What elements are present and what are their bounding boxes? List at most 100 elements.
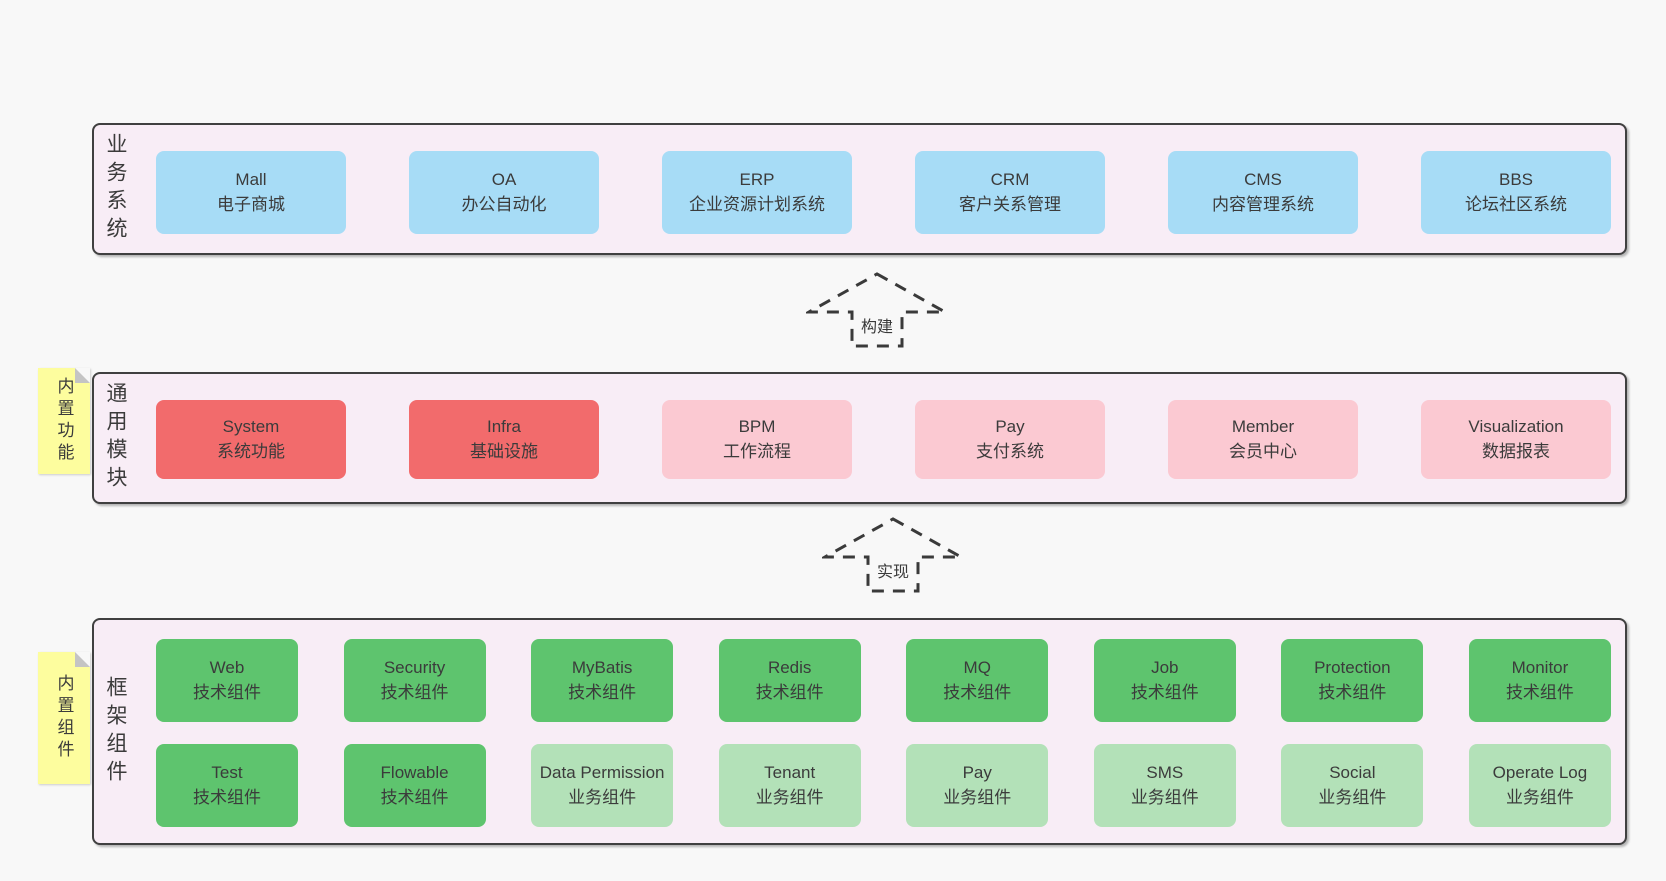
node-subtitle: 论坛社区系统 bbox=[1465, 194, 1567, 214]
node-social: Social 业务组件 bbox=[1281, 744, 1424, 827]
node-mq: MQ 技术组件 bbox=[906, 639, 1049, 722]
node-subtitle: 企业资源计划系统 bbox=[689, 194, 825, 214]
arrow-implement: 实现 bbox=[822, 516, 964, 594]
node-title: Security bbox=[383, 658, 446, 678]
node-subtitle: 办公自动化 bbox=[461, 194, 547, 214]
node-subtitle: 技术组件 bbox=[1318, 682, 1387, 702]
node-data-permission: Data Permission 业务组件 bbox=[531, 744, 674, 827]
node-subtitle: 电子商城 bbox=[217, 194, 285, 214]
layer-business-systems: 业务系统 Mall 电子商城 OA 办公自动化 ERP 企业资源计划系统 CRM… bbox=[92, 123, 1627, 255]
sticky-note-built-in-features: 内置功能 bbox=[38, 368, 90, 474]
node-title: CMS bbox=[1244, 170, 1282, 190]
arrow-implement-label: 实现 bbox=[874, 564, 911, 581]
node-operate-log: Operate Log 业务组件 bbox=[1468, 744, 1611, 827]
node-title: BBS bbox=[1498, 170, 1534, 190]
node-title: SMS bbox=[1146, 763, 1184, 783]
arrow-build-label: 构建 bbox=[858, 319, 895, 336]
node-subtitle: 技术组件 bbox=[193, 787, 261, 807]
node-protection: Protection 技术组件 bbox=[1281, 639, 1424, 722]
node-title: CRM bbox=[990, 170, 1030, 190]
node-title: Pay bbox=[962, 763, 992, 783]
node-tenant: Tenant 业务组件 bbox=[718, 744, 861, 827]
layer-common-modules: 通用模块 System 系统功能 Infra 基础设施 BPM 工作流程 Pay… bbox=[92, 372, 1627, 504]
sticky-note-text: 内置组件 bbox=[54, 674, 74, 762]
node-bpm: BPM 工作流程 bbox=[662, 400, 852, 479]
dashed-up-arrow-icon bbox=[806, 272, 948, 348]
sticky-note-built-in-components: 内置组件 bbox=[38, 652, 90, 784]
node-pay: Pay 支付系统 bbox=[915, 400, 1105, 479]
node-subtitle: 业务组件 bbox=[755, 787, 824, 807]
node-title: Operate Log bbox=[1492, 763, 1588, 783]
node-title: Redis bbox=[767, 658, 812, 678]
node-title: MyBatis bbox=[571, 658, 633, 678]
dashed-up-arrow-icon bbox=[822, 517, 964, 593]
node-erp: ERP 企业资源计划系统 bbox=[662, 151, 852, 234]
node-crm: CRM 客户关系管理 bbox=[915, 151, 1105, 234]
node-visualization: Visualization 数据报表 bbox=[1421, 400, 1611, 479]
node-title: Protection bbox=[1314, 658, 1391, 678]
common-modules-row: System 系统功能 Infra 基础设施 BPM 工作流程 Pay 支付系统… bbox=[156, 400, 1611, 479]
node-monitor: Monitor 技术组件 bbox=[1468, 639, 1611, 722]
node-bbs: BBS 论坛社区系统 bbox=[1421, 151, 1611, 234]
node-subtitle: 技术组件 bbox=[943, 682, 1012, 702]
node-subtitle: 技术组件 bbox=[755, 682, 824, 702]
node-sms: SMS 业务组件 bbox=[1093, 744, 1236, 827]
node-subtitle: 技术组件 bbox=[380, 682, 449, 702]
node-title: Member bbox=[1231, 417, 1295, 437]
layer-label-framework-components: 框架组件 bbox=[104, 675, 127, 788]
node-cms: CMS 内容管理系统 bbox=[1168, 151, 1358, 234]
node-pay-biz: Pay 业务组件 bbox=[906, 744, 1049, 827]
node-subtitle: 支付系统 bbox=[976, 441, 1044, 461]
node-subtitle: 内容管理系统 bbox=[1212, 194, 1314, 214]
node-infra: Infra 基础设施 bbox=[409, 400, 599, 479]
node-subtitle: 基础设施 bbox=[470, 441, 538, 461]
node-title: Tenant bbox=[764, 763, 816, 783]
layer-framework-components: 框架组件 Web 技术组件 Security 技术组件 MyBatis 技术组件… bbox=[92, 618, 1627, 845]
node-title: Pay bbox=[995, 417, 1025, 437]
node-redis: Redis 技术组件 bbox=[718, 639, 861, 722]
node-subtitle: 业务组件 bbox=[943, 787, 1012, 807]
node-subtitle: 客户关系管理 bbox=[959, 194, 1061, 214]
node-subtitle: 业务组件 bbox=[1505, 787, 1574, 807]
node-title: Flowable bbox=[380, 763, 449, 783]
node-title: Mall bbox=[235, 170, 267, 190]
business-systems-row: Mall 电子商城 OA 办公自动化 ERP 企业资源计划系统 CRM 客户关系… bbox=[156, 151, 1611, 234]
node-web: Web 技术组件 bbox=[156, 639, 298, 722]
node-subtitle: 系统功能 bbox=[217, 441, 285, 461]
node-oa: OA 办公自动化 bbox=[409, 151, 599, 234]
node-test: Test 技术组件 bbox=[156, 744, 298, 827]
node-job: Job 技术组件 bbox=[1093, 639, 1236, 722]
node-title: Job bbox=[1151, 658, 1179, 678]
node-title: Test bbox=[211, 763, 243, 783]
node-title: MQ bbox=[963, 658, 991, 678]
node-subtitle: 业务组件 bbox=[568, 787, 637, 807]
node-subtitle: 技术组件 bbox=[568, 682, 637, 702]
layer-label-common-modules: 通用模块 bbox=[104, 382, 127, 494]
node-subtitle: 会员中心 bbox=[1229, 441, 1297, 461]
sticky-note-text: 内置功能 bbox=[54, 377, 74, 465]
node-subtitle: 技术组件 bbox=[380, 787, 449, 807]
node-subtitle: 业务组件 bbox=[1318, 787, 1387, 807]
node-title: Visualization bbox=[1468, 417, 1564, 437]
node-title: Data Permission bbox=[539, 763, 665, 783]
framework-components-row-1: Web 技术组件 Security 技术组件 MyBatis 技术组件 Redi… bbox=[156, 639, 1611, 722]
node-system: System 系统功能 bbox=[156, 400, 346, 479]
node-member: Member 会员中心 bbox=[1168, 400, 1358, 479]
node-subtitle: 数据报表 bbox=[1482, 441, 1550, 461]
node-mall: Mall 电子商城 bbox=[156, 151, 346, 234]
framework-components-row-2: Test 技术组件 Flowable 技术组件 Data Permission … bbox=[156, 744, 1611, 827]
node-subtitle: 业务组件 bbox=[1130, 787, 1199, 807]
node-subtitle: 技术组件 bbox=[1130, 682, 1199, 702]
node-title: OA bbox=[491, 170, 517, 190]
node-flowable: Flowable 技术组件 bbox=[343, 744, 486, 827]
node-subtitle: 工作流程 bbox=[723, 441, 791, 461]
node-title: BPM bbox=[738, 417, 776, 437]
node-title: Web bbox=[209, 658, 245, 678]
node-title: System bbox=[222, 417, 280, 437]
node-subtitle: 技术组件 bbox=[193, 682, 261, 702]
arrow-build: 构建 bbox=[806, 271, 948, 349]
node-title: Social bbox=[1329, 763, 1376, 783]
node-title: ERP bbox=[739, 170, 775, 190]
node-title: Infra bbox=[486, 417, 522, 437]
node-subtitle: 技术组件 bbox=[1505, 682, 1574, 702]
